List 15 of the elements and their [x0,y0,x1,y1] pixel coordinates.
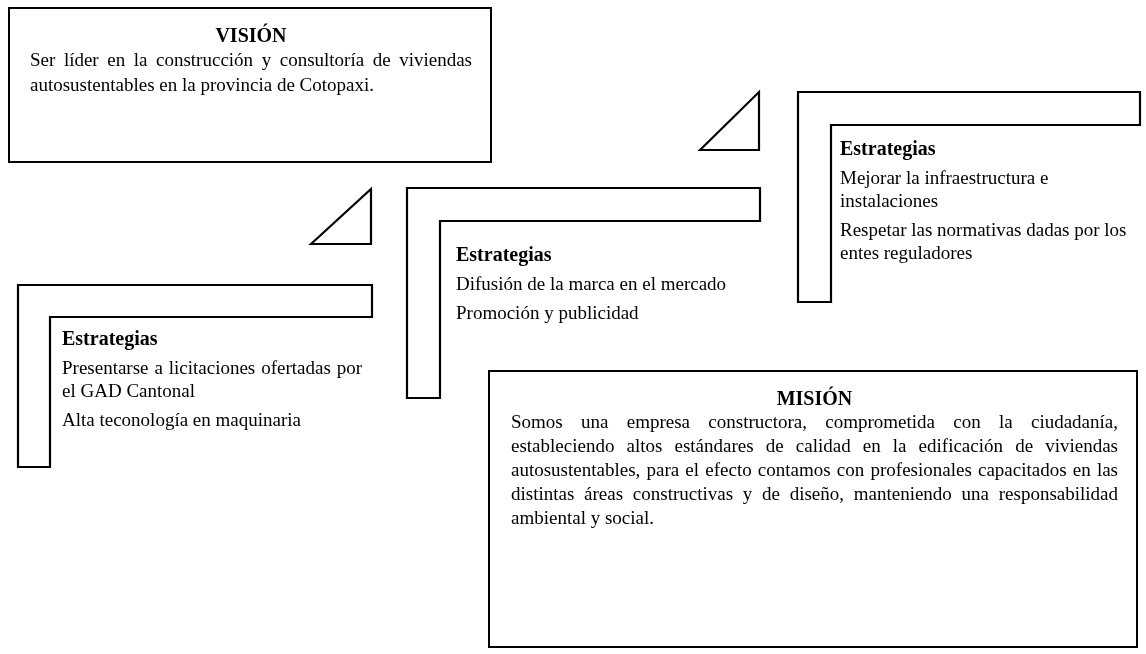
box-text: Somos una empresa constructora, comprometida con la ciudadanía, estableciendo altos estándares de calidad en la edificación de viviendas autosustentables, para el efecto contamos con profesionales capacitados en las distintas áreas constructivas y de diseño, manteniendo una responsabilidad ambiental y social. [511,410,1118,530]
strategy-item: Alta teconología en maquinaria [62,408,302,431]
box-heading: VISIÓN [214,23,288,47]
strategy-item: Presentarse a licitaciones ofertadas por el GAD Cantonal [62,356,362,402]
strategy-heading: Estrategias [456,242,553,266]
box-heading: MISIÓN [775,386,854,410]
text-box [8,7,492,163]
strategy-heading: Estrategias [62,326,159,350]
strategy-item: Difusión de la marca en el mercado [456,272,728,295]
strategy-item: Respetar las normativas dadas por los entes reguladores [840,218,1128,264]
strategy-item: Mejorar la infraestructura e instalaciones [840,166,1050,212]
box-text: Ser líder en la construcción y consultoría de viviendas autosustentables en la provincia de Cotopaxi. [30,48,472,97]
text-box [488,370,1138,648]
strategy-heading: Estrategias [840,136,937,160]
strategy-item: Promoción y publicidad [456,301,640,324]
